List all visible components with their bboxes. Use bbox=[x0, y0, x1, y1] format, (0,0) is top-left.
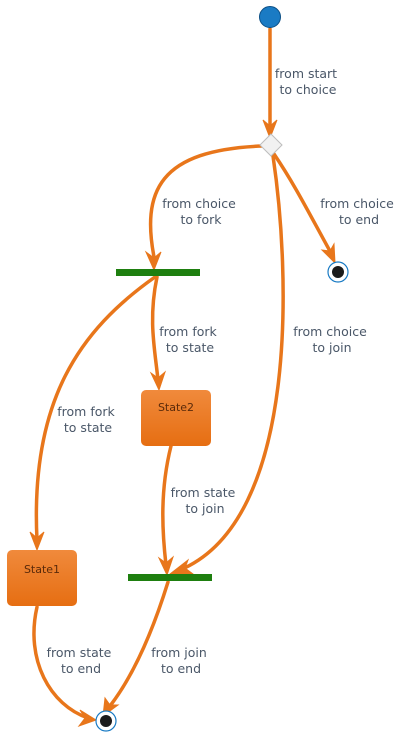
edge-fork-to-state2 bbox=[150, 275, 160, 382]
choice-node[interactable] bbox=[259, 133, 283, 157]
state1-label: State1 bbox=[24, 563, 60, 576]
initial-state-node[interactable] bbox=[259, 6, 281, 28]
edge-state1-to-end bbox=[32, 605, 90, 720]
state2-label: State2 bbox=[158, 401, 194, 414]
label-state1-to-end: from state to end bbox=[47, 645, 116, 676]
state1-node[interactable]: State1 bbox=[7, 550, 77, 606]
edge-choice-to-join bbox=[178, 154, 285, 572]
state2-node[interactable]: State2 bbox=[141, 390, 211, 446]
join-bar[interactable] bbox=[128, 574, 212, 581]
fork-bar[interactable] bbox=[116, 269, 200, 276]
arrowhead-choice-to-fork bbox=[144, 250, 162, 272]
arrowhead-state2-to-join bbox=[157, 555, 175, 577]
edge-choice-to-end bbox=[272, 152, 333, 255]
edge-state2-to-join bbox=[161, 444, 173, 567]
edge-choice-to-fork bbox=[148, 144, 264, 264]
label-join-to-end: from join to end bbox=[151, 645, 211, 676]
arrowhead-state1-to-end bbox=[77, 709, 98, 728]
label-choice-to-join: from choice to join bbox=[293, 324, 371, 355]
label-state2-to-join: from state to join bbox=[171, 485, 240, 516]
label-choice-to-fork: from choice to fork bbox=[162, 196, 240, 227]
arrowhead-choice-to-end bbox=[320, 242, 336, 265]
end-state-node-choice[interactable] bbox=[327, 261, 349, 283]
label-fork-to-state1: from fork to state bbox=[57, 404, 118, 435]
arrowhead-start-to-choice bbox=[262, 119, 278, 140]
arrowhead-fork-to-state2 bbox=[149, 370, 167, 392]
label-fork-to-state2: from fork to state bbox=[159, 324, 220, 355]
end-state-node-bottom[interactable] bbox=[95, 710, 117, 732]
label-choice-to-end: from choice to end bbox=[320, 196, 398, 227]
arrowhead-fork-to-state1 bbox=[29, 531, 45, 552]
edge-join-to-end bbox=[108, 580, 170, 708]
label-start-to-choice: from start to choice bbox=[275, 66, 341, 97]
edge-fork-to-state1 bbox=[34, 275, 157, 542]
